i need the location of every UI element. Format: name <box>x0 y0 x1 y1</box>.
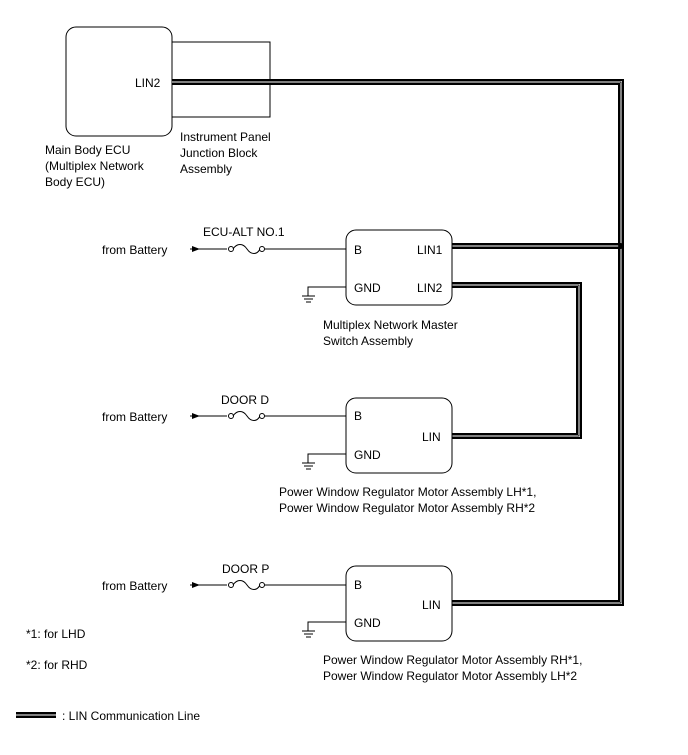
door-d-fuse-terminal-right <box>259 413 265 419</box>
master-pin-b: B <box>354 243 362 257</box>
main-ecu-caption-line2: (Multiplex Network <box>45 159 145 173</box>
master-switch-box <box>345 229 453 306</box>
door-d-fuse-terminal-left <box>228 413 234 419</box>
door-d-arrow-icon <box>192 413 200 419</box>
main-ecu-pin-lin2: LIN2 <box>135 76 161 90</box>
door-d-from-battery: from Battery <box>102 410 167 424</box>
main-ecu-caption-line1: Main Body ECU <box>45 143 130 157</box>
door-p-pin-b: B <box>354 578 362 592</box>
lin-junction-dot <box>618 243 624 249</box>
door-d-caption-line1: Power Window Regulator Motor Assembly LH… <box>279 485 536 499</box>
master-ground-icon <box>302 286 346 303</box>
door-d-ground-icon <box>302 453 346 470</box>
door-p-caption-line1: Power Window Regulator Motor Assembly RH… <box>323 653 582 667</box>
door-p-from-battery: from Battery <box>102 579 167 593</box>
door-p-fuse-label: DOOR P <box>222 562 269 576</box>
main-ecu-caption-line3: Body ECU) <box>45 175 105 189</box>
legend-label: : LIN Communication Line <box>62 709 200 723</box>
master-fuse-icon <box>232 244 261 254</box>
door-d-pin-b: B <box>354 409 362 423</box>
master-pin-lin2: LIN2 <box>417 281 443 295</box>
door-d-pin-lin: LIN <box>422 430 441 444</box>
door-p-caption-line2: Power Window Regulator Motor Assembly LH… <box>323 669 577 683</box>
note-lhd: *1: for LHD <box>26 627 86 641</box>
master-arrow-icon <box>192 246 200 252</box>
master-pin-gnd: GND <box>354 281 381 295</box>
door-p-motor-box <box>345 565 453 642</box>
door-d-caption-line2: Power Window Regulator Motor Assembly RH… <box>279 501 535 515</box>
lin-bus-main <box>172 79 624 606</box>
door-d-pin-gnd: GND <box>354 448 381 462</box>
master-from-battery: from Battery <box>102 243 167 257</box>
master-caption-line2: Switch Assembly <box>323 334 413 348</box>
door-d-motor-box <box>345 397 453 474</box>
note-rhd: *2: for RHD <box>26 658 88 672</box>
junction-block-caption-line1: Instrument Panel <box>180 130 271 144</box>
door-p-fuse-icon <box>232 580 261 590</box>
master-caption-line1: Multiplex Network Master <box>323 318 458 332</box>
master-pin-lin1: LIN1 <box>417 243 443 257</box>
door-p-pin-gnd: GND <box>354 616 381 630</box>
door-p-ground-icon <box>302 621 346 638</box>
master-fuse-terminal-right <box>259 246 265 252</box>
door-d-fuse-label: DOOR D <box>221 393 269 407</box>
door-p-fuse-terminal-left <box>228 582 234 588</box>
lin-bus-master-lin2-to-door-d <box>452 282 582 439</box>
master-fuse-label: ECU-ALT NO.1 <box>203 225 285 239</box>
door-d-fuse-icon <box>232 411 261 421</box>
junction-block-caption-line2: Junction Block <box>180 146 258 160</box>
junction-block-caption-line3: Assembly <box>180 162 232 176</box>
door-p-arrow-icon <box>192 582 200 588</box>
door-p-fuse-terminal-right <box>259 582 265 588</box>
master-fuse-terminal-left <box>228 246 234 252</box>
door-p-pin-lin: LIN <box>422 598 441 612</box>
